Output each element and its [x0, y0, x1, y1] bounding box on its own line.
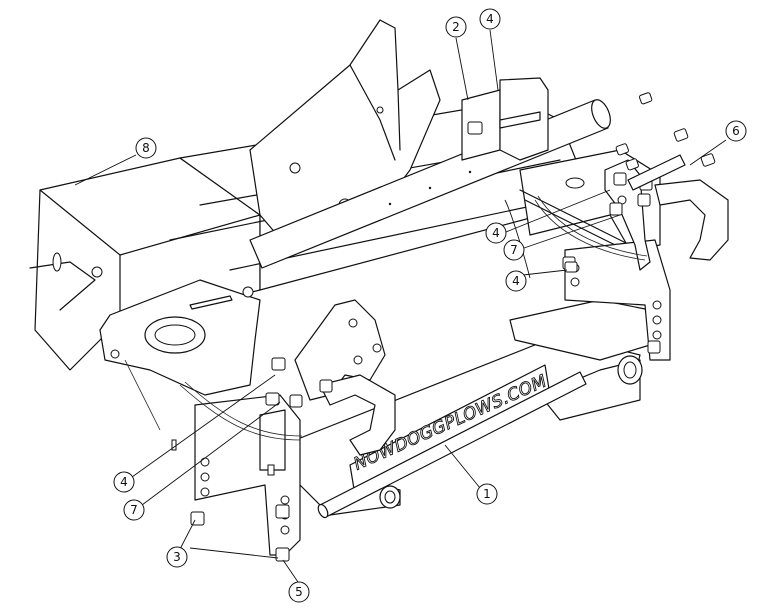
- svg-text:1: 1: [483, 487, 491, 501]
- svg-text:4: 4: [120, 475, 128, 489]
- left-tow-hook: [289, 299, 396, 456]
- svg-text:8: 8: [142, 141, 150, 155]
- callout-4-right-upper: 4: [485, 222, 507, 244]
- right-hardware-exploded: [564, 92, 716, 273]
- svg-text:4: 4: [512, 274, 520, 288]
- svg-text:7: 7: [130, 503, 138, 517]
- callout-2: 2: [445, 16, 467, 38]
- svg-text:3: 3: [173, 550, 181, 564]
- top-mount-plate: [461, 77, 549, 161]
- callout-3: 3: [166, 546, 188, 568]
- svg-text:5: 5: [295, 585, 303, 599]
- callout-8: 8: [135, 137, 157, 159]
- left-mount-bracket: [99, 279, 261, 396]
- callout-6: 6: [725, 120, 747, 142]
- svg-text:6: 6: [732, 124, 740, 138]
- callout-7-right: 7: [503, 239, 525, 261]
- svg-text:7: 7: [510, 243, 518, 257]
- callout-7-left: 7: [123, 499, 145, 521]
- callout-4-top: 4: [479, 8, 501, 30]
- svg-text:4: 4: [492, 226, 500, 240]
- svg-text:4: 4: [486, 12, 494, 26]
- left-vertical-plate: [171, 357, 301, 562]
- wiring-harness: [124, 195, 648, 441]
- callout-5: 5: [288, 581, 310, 603]
- callout-4-right-lower: 4: [505, 270, 527, 292]
- callout-1: 1: [476, 483, 498, 505]
- callout-4-left: 4: [113, 471, 135, 493]
- svg-text:2: 2: [452, 20, 460, 34]
- leader-lines: [74, 29, 727, 586]
